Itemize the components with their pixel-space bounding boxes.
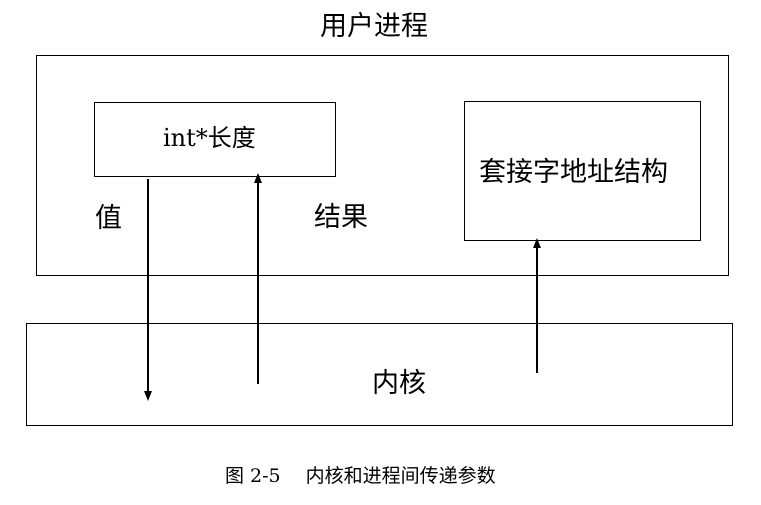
result-label: 结果 (314, 202, 368, 233)
length-box (94, 102, 336, 177)
length-box-label: int*长度 (163, 124, 256, 152)
figure-caption: 图 2-5 内核和进程间传递参数 (225, 465, 496, 487)
value-label: 值 (95, 203, 122, 234)
sockaddr-box-label: 套接字地址结构 (479, 157, 668, 188)
kernel-label: 内核 (372, 368, 426, 399)
user-process-title: 用户进程 (320, 11, 428, 42)
sockaddr-box (464, 101, 701, 241)
kernel-box (26, 323, 733, 426)
